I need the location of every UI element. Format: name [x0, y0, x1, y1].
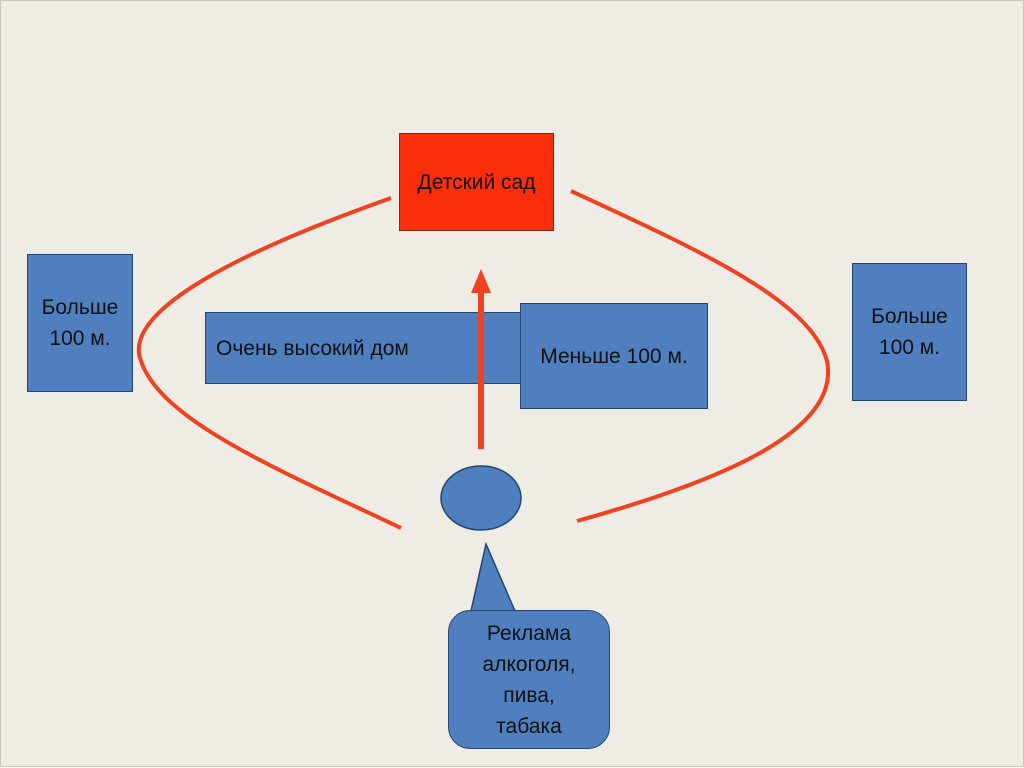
ad-callout-box: Реклама алкоголя, пива, табака: [448, 610, 610, 749]
kindergarten-label: Детский сад: [417, 170, 536, 194]
ad-callout-label: Реклама алкоголя, пива, табака: [482, 621, 576, 738]
tall-house-label: Очень высокий дом: [216, 336, 409, 360]
ad-location-ellipse: [440, 465, 522, 531]
callout-pointer: [470, 541, 517, 612]
distance-far-left-box: Больше 100 м.: [27, 254, 133, 392]
boundary-arc-left: [136, 196, 402, 530]
boundary-arc-right: [570, 189, 831, 523]
tall-house-box: Очень высокий дом: [205, 312, 527, 384]
distance-near-label: Меньше 100 м.: [540, 344, 688, 368]
distance-far-right-box: Больше 100 м.: [852, 263, 967, 401]
distance-far-right-label: Больше 100 м.: [871, 305, 948, 359]
kindergarten-box: Детский сад: [399, 133, 554, 231]
distance-near-box: Меньше 100 м.: [520, 303, 708, 409]
distance-far-left-label: Больше 100 м.: [41, 296, 119, 350]
